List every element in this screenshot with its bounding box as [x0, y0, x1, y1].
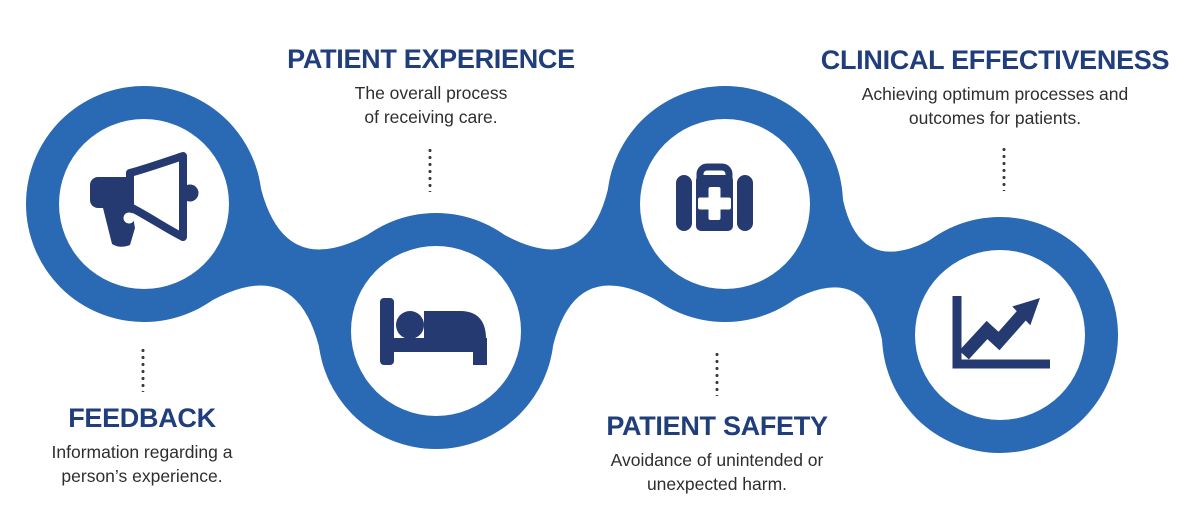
dotted-line-feedback — [141, 347, 145, 392]
connector-bands — [144, 170, 1000, 365]
growth-chart-icon — [952, 296, 1050, 369]
patient-in-bed-icon — [380, 298, 487, 365]
patient-safety-title: PATIENT SAFETY — [606, 411, 828, 441]
dotted-line-patient-experience — [428, 147, 432, 192]
label-patient-safety: PATIENT SAFETY Avoidance of unintended o… — [557, 411, 877, 496]
megaphone-icon — [90, 152, 199, 247]
clinical-effectiveness-title: CLINICAL EFFECTIVENESS — [820, 45, 1170, 75]
dotted-line-clinical-effectiveness — [1002, 146, 1006, 191]
dotted-line-patient-safety — [715, 351, 719, 396]
feedback-title: FEEDBACK — [68, 403, 216, 433]
label-clinical-effectiveness: CLINICAL EFFECTIVENESS Achieving optimum… — [815, 45, 1175, 130]
patient-experience-title: PATIENT EXPERIENCE — [287, 44, 575, 74]
first-aid-kit-icon — [676, 163, 753, 231]
